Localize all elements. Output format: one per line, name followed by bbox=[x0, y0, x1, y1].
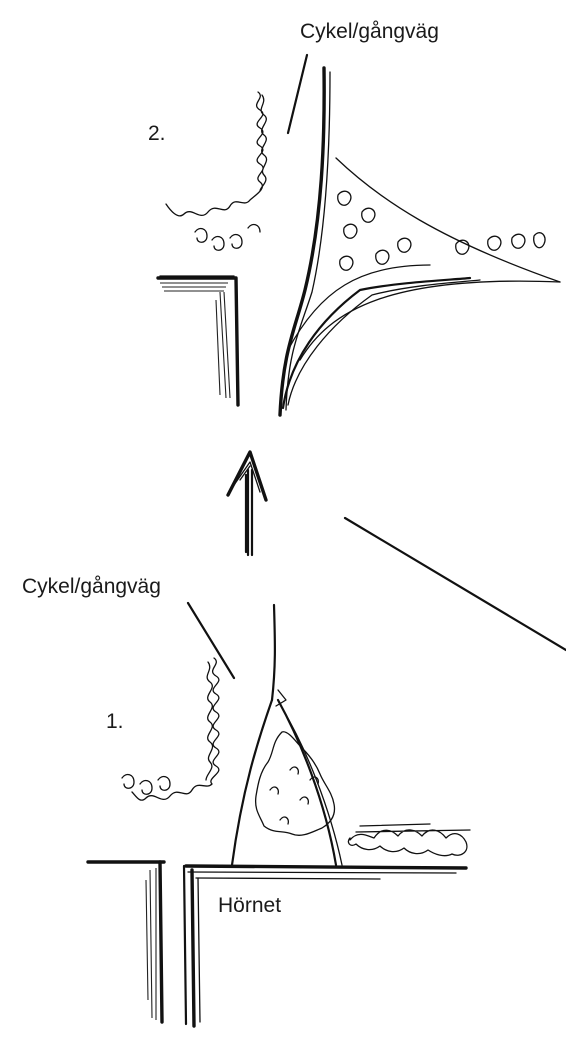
sketch-2-hedge-shrubs bbox=[166, 92, 267, 216]
sketch-1-corner-building bbox=[146, 862, 200, 1026]
sketch-1-path-label: Cykel/gångväg bbox=[22, 575, 161, 598]
sketch-2-triangle-shrubs bbox=[338, 191, 545, 270]
sketch-2-right-road-edges bbox=[280, 68, 560, 415]
diagonal-leader-line bbox=[345, 518, 566, 650]
sketch-2-left-corner-building bbox=[158, 276, 238, 405]
sketch-1-street-edge bbox=[88, 862, 466, 879]
sketch-2: Cykel/gångväg 2. bbox=[148, 20, 560, 415]
sketch-1-leader-line bbox=[188, 603, 234, 678]
sketch-2-leader-line bbox=[288, 55, 307, 133]
sketch-1-hedge-shrubs bbox=[132, 658, 219, 800]
direction-arrow bbox=[228, 452, 266, 555]
sketch-2-number-label: 2. bbox=[148, 122, 166, 145]
sketch-2-path-label: Cykel/gångväg bbox=[300, 20, 439, 43]
sketch-1-triangle-island bbox=[232, 605, 342, 865]
sketch-1-right-shrubs bbox=[348, 824, 470, 856]
sketch-1-corner-label: Hörnet bbox=[218, 894, 281, 917]
sketch-1-number-label: 1. bbox=[106, 710, 124, 733]
sketch-1: Cykel/gångväg 1. bbox=[22, 575, 470, 1026]
